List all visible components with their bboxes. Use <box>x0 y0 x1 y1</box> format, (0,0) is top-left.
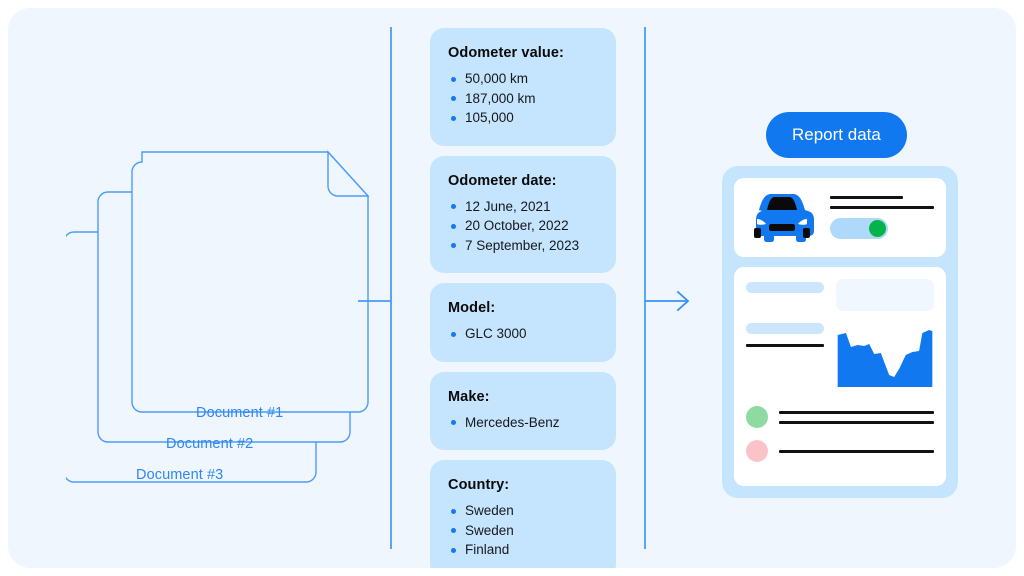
report-chart-labels <box>746 279 824 392</box>
document-label-2: Document #2 <box>166 436 254 452</box>
field-value: 12 June, 2021 <box>448 197 598 217</box>
field-card-odometer-date: Odometer date: 12 June, 2021 20 October,… <box>430 155 616 273</box>
field-value: Sweden <box>448 501 598 521</box>
document-label-1: Document #1 <box>196 405 284 421</box>
report-panel <box>722 166 958 498</box>
field-value-list: 12 June, 2021 20 October, 2022 7 Septemb… <box>448 197 598 256</box>
field-value: 187,000 km <box>448 89 598 109</box>
area-chart <box>837 330 933 387</box>
field-card-title: Odometer date: <box>448 172 557 189</box>
car-front-icon <box>746 188 818 247</box>
field-card-model: Model: GLC 3000 <box>430 283 616 362</box>
field-card-odometer-value: Odometer value: 50,000 km 187,000 km 105… <box>430 28 616 146</box>
field-value-list: Sweden Sweden Finland <box>448 501 598 560</box>
document-label-3: Document #3 <box>136 467 224 483</box>
document-sheet-1 <box>131 151 369 413</box>
report-data-button[interactable]: Report data <box>766 112 907 158</box>
field-card-title: Model: <box>448 300 496 316</box>
report-chart-card <box>734 267 946 486</box>
field-card-title: Make: <box>448 388 490 405</box>
legend-lines <box>779 410 934 424</box>
report-vehicle-card <box>734 178 946 257</box>
arrow-head-icon <box>676 290 690 312</box>
document-stack: Document #1 Document #2 Document #3 <box>66 140 386 490</box>
legend-row-pink <box>746 440 934 462</box>
placeholder-line <box>779 449 934 453</box>
field-value: Finland <box>448 540 598 560</box>
chart-placeholder-block <box>836 279 934 311</box>
report-chart-row <box>746 279 934 392</box>
field-card-country: Country: Sweden Sweden Finland <box>430 460 616 568</box>
extracted-fields-column: Odometer value: 50,000 km 187,000 km 105… <box>430 28 616 568</box>
placeholder-line <box>830 196 903 199</box>
status-dot-green <box>746 406 768 428</box>
field-card-make: Make: Mercedes-Benz <box>430 371 616 450</box>
placeholder-line <box>830 206 934 209</box>
field-value-list: GLC 3000 <box>448 324 598 344</box>
legend-lines <box>779 449 934 453</box>
placeholder-line <box>779 410 934 414</box>
field-card-title: Country: <box>448 477 510 493</box>
field-value: 105,000 <box>448 108 598 128</box>
placeholder-line <box>779 420 934 424</box>
field-card-title: Odometer value: <box>448 45 564 61</box>
report-legend <box>746 406 934 462</box>
placeholder-line <box>746 344 824 347</box>
status-dot-pink <box>746 440 768 462</box>
field-value: 20 October, 2022 <box>448 216 598 236</box>
report-status-toggle[interactable] <box>830 218 888 239</box>
field-value: 7 September, 2023 <box>448 236 598 256</box>
legend-row-green <box>746 406 934 428</box>
document-fold-corner <box>327 150 370 197</box>
placeholder-bar <box>746 282 824 293</box>
diagram-canvas: Document #1 Document #2 Document #3 Odom… <box>8 8 1016 568</box>
report-vehicle-meta <box>830 196 934 239</box>
field-value: 50,000 km <box>448 69 598 89</box>
field-value-list: Mercedes-Benz <box>448 413 598 433</box>
placeholder-bar <box>746 323 824 334</box>
report-chart-graphic <box>836 279 934 392</box>
field-value: Sweden <box>448 521 598 541</box>
field-value: Mercedes-Benz <box>448 413 598 433</box>
toggle-knob <box>869 220 886 237</box>
field-value: GLC 3000 <box>448 324 598 344</box>
field-value-list: 50,000 km 187,000 km 105,000 <box>448 69 598 128</box>
